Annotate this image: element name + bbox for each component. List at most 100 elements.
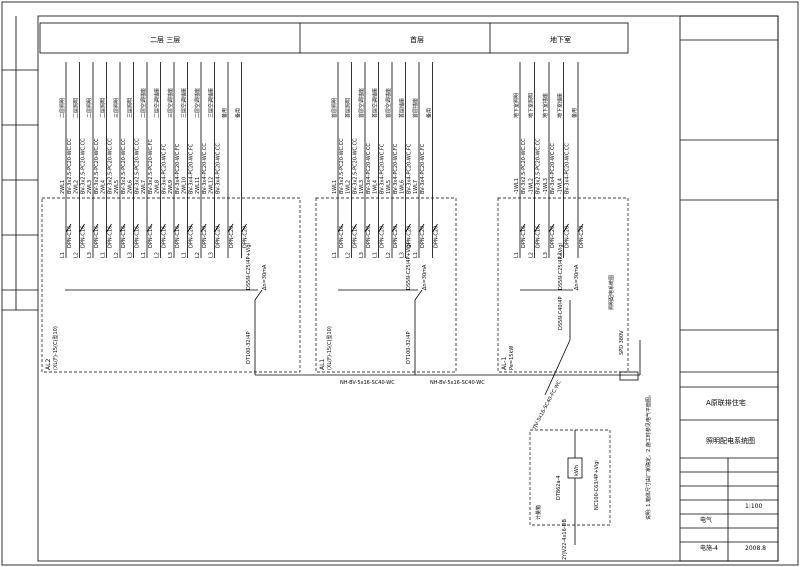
circuit-load: 首层照明 <box>345 98 352 118</box>
panel-AL1-breaker: DT100-32/4P <box>406 332 412 365</box>
zone-1-label: 二层 三层 <box>150 36 180 44</box>
circuit-breaker-contact <box>548 223 555 233</box>
circuit-load: 二层空调插座 <box>140 88 147 118</box>
panel-AL-1-pe: Pe=15kW <box>509 346 515 370</box>
circuit-code: 2WL3 <box>87 180 93 194</box>
circuit-load: 二层空调插座 <box>194 88 201 118</box>
circuit-breaker-contact <box>337 223 344 233</box>
feeder-AL-1: YJV-5x16-SC40-FC.WC <box>531 379 563 432</box>
circuit-load: 三层照明 <box>128 98 134 118</box>
circuit-load: 备用 <box>221 108 228 118</box>
circuit-breaker: DPN-C20 <box>202 226 208 248</box>
title-block-rows <box>680 39 778 561</box>
feeder-AL1: NH-BV-5x16-SC40-WC <box>430 380 485 386</box>
drawing-title: 照明配电系统图 <box>706 436 755 445</box>
circuit-breaker: DPN-C20 <box>434 226 440 248</box>
circuit-load: 首层空调插座 <box>358 88 365 118</box>
circuit-phase: L1 <box>60 252 66 258</box>
sheet-number: 电施-4 <box>700 544 718 552</box>
circuit-cable: BV-3x2.5-PC20-WC.CC <box>94 138 100 194</box>
circuit-breaker: DPN-C16 <box>121 226 127 248</box>
circuit-breaker: DPN-C20 <box>407 226 413 248</box>
panel-AL-1-breaker: DS5N-C40/4P <box>558 297 564 330</box>
circuit-breaker: DPN-C16 <box>108 226 114 248</box>
circuit-phase: L1 <box>558 252 564 258</box>
circuit-load: 首层空调插座 <box>385 88 392 118</box>
circuit-code: 1WL7 <box>413 180 419 194</box>
circuit-phase: L3 <box>168 252 174 258</box>
circuit-load: 地下室照明 <box>528 93 535 118</box>
circuit-cable: BV-3x4-PC20-WC.FC <box>407 143 413 194</box>
panel-AL2-box <box>41 197 301 373</box>
circuit-cable: BV-3x4-PC20-WC.FC <box>189 143 195 194</box>
circuit-load: 二层照明 <box>101 98 107 118</box>
circuit-cable: BV-3x4-PC20-WC.FC <box>380 143 386 194</box>
circuit-phase: L3 <box>400 252 406 258</box>
circuit-cable: BV-3x4-PC20-WC.CC <box>366 143 372 194</box>
circuit-cable: BV-3x4-PC20-WC.CC <box>550 143 556 194</box>
kwh-label: kWh <box>574 465 580 476</box>
circuit-cable: BV-3x2.5-PC20-WC.CC <box>108 138 114 194</box>
panel-AL1-incoming: DT100-32/4P DS5N-C25/4P+Vigi Δn=30mA <box>338 243 428 365</box>
meter-model: DT862a-4 <box>556 476 562 501</box>
emergency-label: 照明配电系统图 <box>608 275 615 310</box>
circuit-code: 1WL5 <box>386 180 392 194</box>
drawing-date: 2008.8 <box>745 545 766 552</box>
spd-block: SPD 380V <box>619 330 641 381</box>
circuit-breaker: DPN-C16 <box>135 226 141 248</box>
circuit-cable: BV-3x2.5-PC20-WC.CC <box>135 138 141 194</box>
panel-AL1-id: AL1 <box>319 359 326 370</box>
circuit-phase: L1 <box>373 252 379 258</box>
panel-AL2-breaker: DT100-32/4P <box>246 332 252 365</box>
circuit-phase: L1 <box>514 252 520 258</box>
circuit-breaker: DPN-C16 <box>353 226 359 248</box>
circuit-code: 2WL5 <box>114 180 120 194</box>
circuit-breaker: DPN-C20 <box>189 226 195 248</box>
circuit-code: 2WL4 <box>101 180 107 194</box>
discipline: 电气 <box>700 516 712 524</box>
circuit-breaker-contact <box>534 223 540 233</box>
meter-box <box>529 429 611 526</box>
circuit-code: 2WL8 <box>155 180 161 194</box>
zone-3-label: 地下室 <box>550 35 571 44</box>
panel-AL-1-incoming: DS5N-C40/4P DS5N-C25/4P+Vigi Δn=30mA <box>520 243 580 396</box>
panel-AL-1-box <box>497 197 629 373</box>
circuit-phase: L1 <box>101 252 107 258</box>
circuit-phase: L1 <box>332 252 338 258</box>
circuit-phase: L2 <box>155 252 161 258</box>
panel-AL-1-rcd: DS5N-C25/4P+Vigi <box>558 243 564 290</box>
circuit-phase: L3 <box>128 252 134 258</box>
circuit-code: 2WL9 <box>168 180 174 194</box>
circuit-breaker: DPN-C20 <box>366 226 372 248</box>
circuit-load: 首层空调插座 <box>372 88 379 118</box>
circuit-breaker-contact <box>577 223 584 233</box>
circuit-breaker-contact <box>146 223 153 233</box>
circuit-cable: BV-3x2.5-PC20-WC.CC <box>67 138 73 194</box>
circuit-breaker-contact <box>65 223 72 233</box>
circuit-breaker-contact <box>173 223 180 233</box>
circuit-load: 地下室插座 <box>557 93 564 118</box>
circuit-load: 三层空调插座 <box>208 88 215 118</box>
circuit-breaker-contact <box>378 223 384 233</box>
panel-AL2-rcd-sens: Δn=30mA <box>262 264 268 290</box>
circuit-code: 1WL3 <box>359 180 365 194</box>
circuit-cable: BV-3x4-PC20-WC.FC <box>162 143 168 194</box>
circuit-load: 二层空调插座 <box>154 88 161 118</box>
circuit-breaker-contact <box>519 223 526 233</box>
circuit-cable: BV-3x2.5-PC20-WC.CC <box>536 138 542 194</box>
circuit-breaker: DPN-C20 <box>550 226 556 248</box>
circuit-breaker-contact <box>432 223 438 233</box>
circuit-breaker: DPN-C16 <box>81 226 87 248</box>
circuit-breaker-contact <box>187 223 193 233</box>
circuit-phase: L2 <box>114 252 120 258</box>
circuit-load: 三层空调插座 <box>181 88 188 118</box>
circuit-phase: L2 <box>346 252 352 258</box>
circuit-code: 2WL2 <box>74 180 80 194</box>
circuit-phase: L3 <box>543 252 549 258</box>
panel-AL-1-id: AL-1 <box>501 356 508 370</box>
panel-AL1-rcd: DS5N-C25/4P+Vigi <box>406 243 412 290</box>
panel-AL2-incoming: DT100-32/4P DS5N-C25/4P+Vigi Δn=30mA <box>65 243 268 365</box>
